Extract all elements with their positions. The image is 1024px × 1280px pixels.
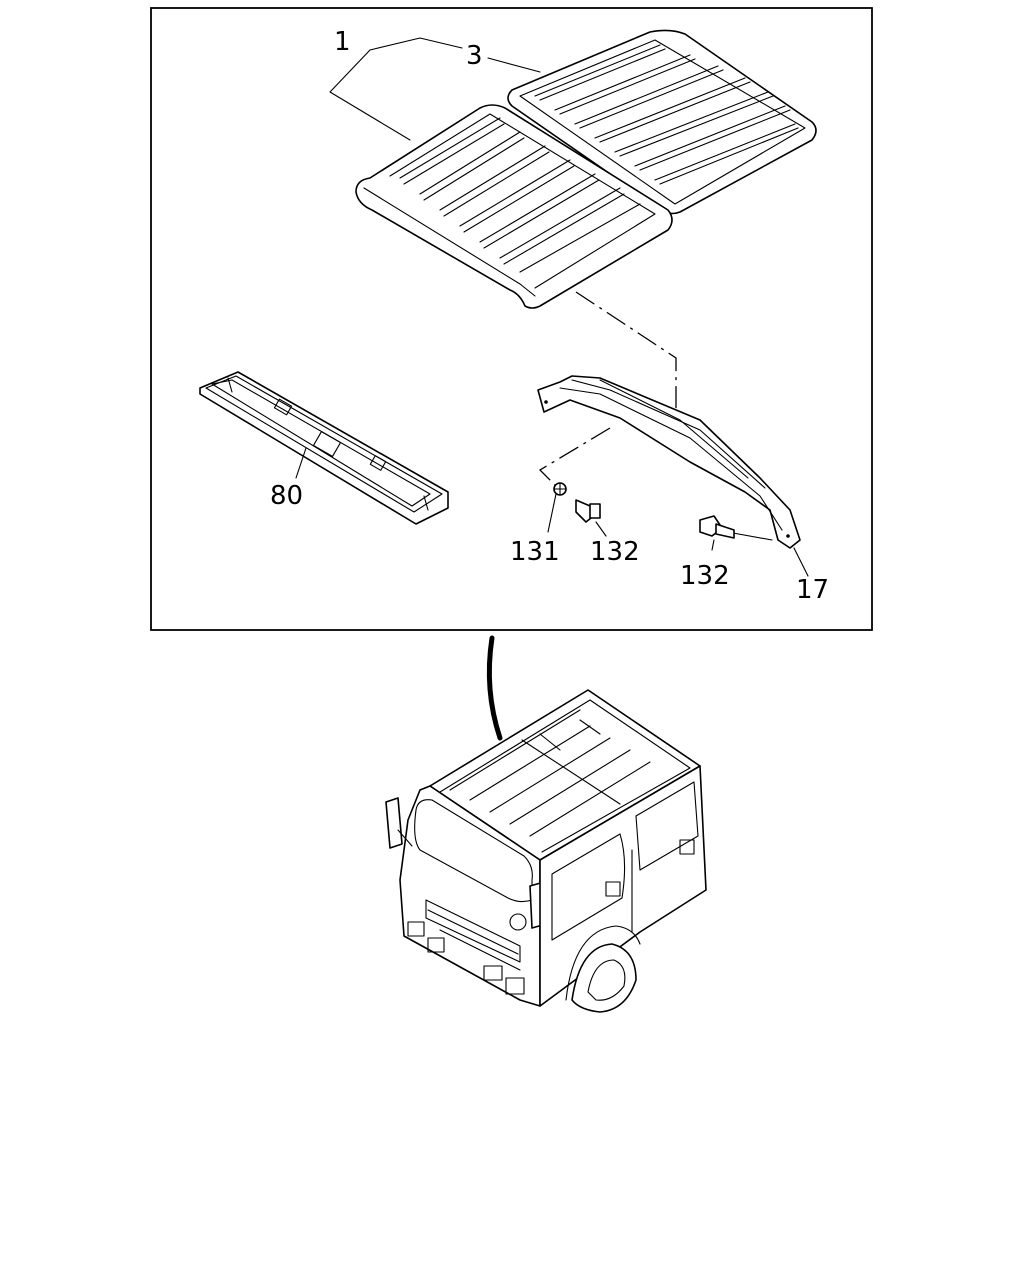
roof-side-rail [537,375,801,549]
detail-frame [150,7,873,631]
reference-line-roof [575,291,677,412]
bolt-132-lower [699,515,735,539]
callout-1: 1 [334,27,351,57]
callout-3: 3 [466,41,483,71]
roof-panel-front [355,104,673,309]
reference-line-bolt [732,532,773,541]
bolt-132-upper [575,499,601,523]
callout-132-lower: 132 [680,561,730,591]
reference-line-washer [538,427,611,487]
truck-cab [385,689,707,1013]
callout-80: 80 [270,481,303,511]
callout-17: 17 [796,575,829,605]
detail-pointer-arrow [486,635,503,741]
washer-131 [553,482,567,496]
callout-131: 131 [510,537,560,567]
callout-132-upper: 132 [590,537,640,567]
roof-inner-rail [199,371,449,525]
leader-lines [295,37,809,577]
roof-panel-rear [507,29,817,215]
